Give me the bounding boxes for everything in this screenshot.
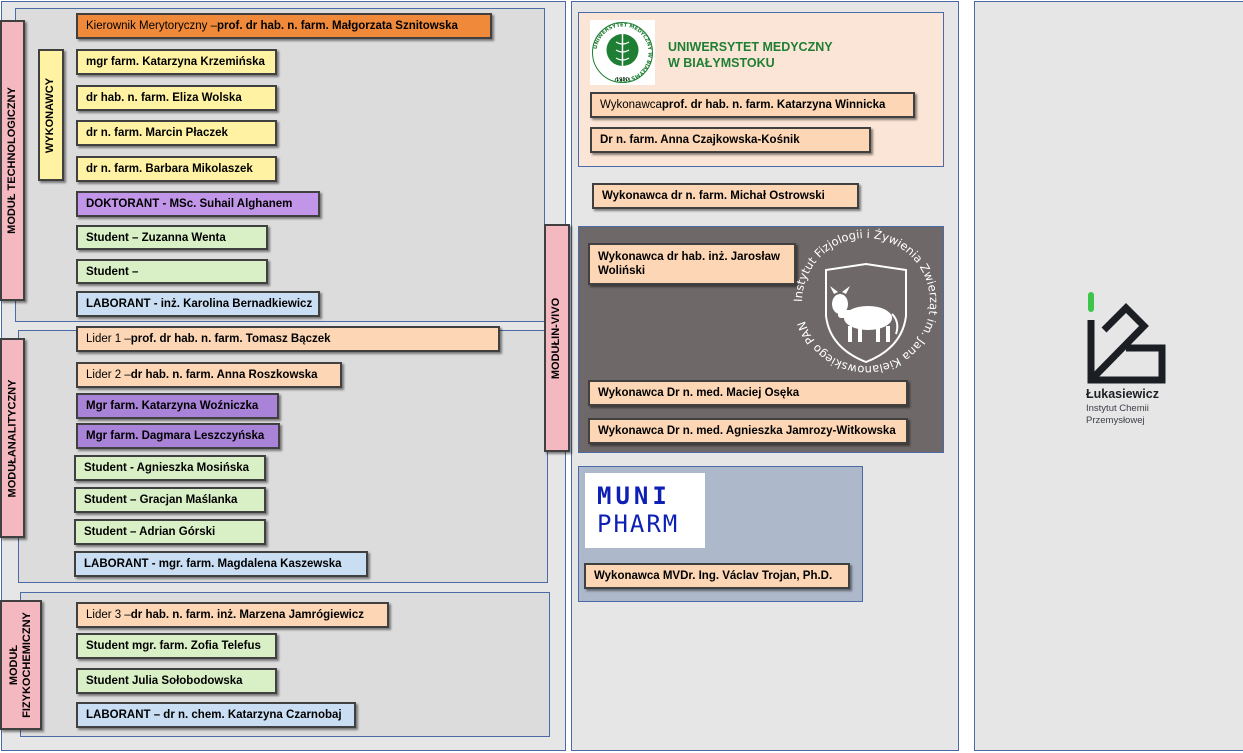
tech-module-label-text: MODUŁ TECHNOLOGICZNY <box>6 87 19 234</box>
svg-text:Instytut Fizjologii i Żywienia: Instytut Fizjologii i Żywienia Zwierząt … <box>791 226 941 377</box>
tech-member-name: dr hab. n. farm. Eliza Wolska <box>86 92 242 104</box>
tech-lead-name: prof. dr hab. n. farm. Małgorzata Sznito… <box>217 20 458 32</box>
right-panel <box>974 1 1243 751</box>
executors-label: WYKONAWCY <box>38 49 64 181</box>
anal-lab-box: LABORANT - mgr. farm. Magdalena Kaszewsk… <box>74 551 368 577</box>
anal-lead-role: Lider 2 – <box>86 369 131 381</box>
tech-lab-name: LABORANT - inż. Karolina Bernadkiewicz <box>86 298 313 310</box>
umb-executor-box: Wykonawca prof. dr hab. n. farm. Katarzy… <box>590 92 915 118</box>
lukasiewicz-sub1: Instytut Chemii <box>1086 403 1149 414</box>
anal-lead-box: Lider 2 – dr hab. n. farm. Anna Roszkows… <box>76 362 342 388</box>
tech-student-box: Student – Zuzanna Wenta <box>76 225 268 250</box>
umb-seal-year: 1950 <box>616 77 629 83</box>
pan-member-name: Wykonawca Dr n. med. Agnieszka Jamrozy-W… <box>598 425 896 437</box>
phys-lead-box: Lider 3 – dr hab. n. farm. inż. Marzena … <box>76 602 389 628</box>
umb-executor-role: Wykonawca <box>600 99 662 111</box>
phys-student-box: Student mgr. farm. Zofia Telefus <box>76 633 277 659</box>
umb-seal-icon: UNIWERSYTET MEDYCZNY W BIAŁYMSTOKU 1950 <box>592 22 653 83</box>
tech-member-box: mgr farm. Katarzyna Krzemińska <box>76 49 277 75</box>
lukasiewicz-name: Łukasiewicz <box>1086 387 1159 401</box>
phys-lead-role: Lider 3 – <box>86 609 131 621</box>
pan-logo: Instytut Fizjologii i Żywienia Zwierząt … <box>790 226 942 378</box>
anal-student-name: Student – Gracjan Maślanka <box>84 494 238 506</box>
tech-member-box: dr n. farm. Barbara Mikolaszek <box>76 156 277 182</box>
muni-executor-box: Wykonawca MVDr. Ing. Václav Trojan, Ph.D… <box>584 563 850 589</box>
muni-executor-name: Wykonawca MVDr. Ing. Václav Trojan, Ph.D… <box>594 570 833 582</box>
tech-lab-box: LABORANT - inż. Karolina Bernadkiewicz <box>76 291 320 317</box>
anal-member-name: Mgr farm. Katarzyna Woźniczka <box>86 400 259 412</box>
anal-module-label: MODUŁANALITYCZNY <box>0 338 25 538</box>
tech-phd-name: DOKTORANT - MSc. Suhail Alghanem <box>86 198 293 210</box>
anal-lead-role: Lider 1 – <box>86 333 131 345</box>
anal-lead-box: Lider 1 – prof. dr hab. n. farm. Tomasz … <box>76 326 500 352</box>
tech-module-label: MODUŁ TECHNOLOGICZNY <box>0 20 25 301</box>
anal-student-name: Student – Adrian Górski <box>84 526 216 538</box>
anal-student-box: Student – Adrian Górski <box>74 519 266 545</box>
pan-member-box: Wykonawca Dr n. med. Maciej Osęka <box>588 380 908 406</box>
pan-executor-name: Wykonawca dr hab. inż. Jarosław Woliński <box>598 251 780 277</box>
tech-lead-role: Kierownik Merytoryczny – <box>86 20 218 32</box>
umb-executor-name: prof. dr hab. n. farm. Katarzyna Winnick… <box>661 99 886 111</box>
phys-lab-box: LABORANT – dr n. chem. Katarzyna Czarnob… <box>76 702 356 728</box>
phys-lab-name: LABORANT – dr n. chem. Katarzyna Czarnob… <box>86 709 342 721</box>
pan-member-box: Wykonawca Dr n. med. Agnieszka Jamrozy-W… <box>588 418 908 444</box>
phys-lead-name: dr hab. n. farm. inż. Marzena Jamrógiewi… <box>130 609 365 621</box>
muni-logo-line2: PHARM <box>597 510 680 538</box>
tech-member-name: dr n. farm. Marcin Płaczek <box>86 127 228 139</box>
umb-name-line2: W BIAŁYMSTOKU <box>668 56 775 70</box>
tech-member-name: mgr farm. Katarzyna Krzemińska <box>86 56 265 68</box>
lukasiewicz-logo-icon <box>1087 292 1166 384</box>
lukasiewicz-sub2: Przemysłowej <box>1086 415 1145 426</box>
tech-lead-box: Kierownik Merytoryczny – prof. dr hab. n… <box>76 13 492 39</box>
phys-student-name: Student Julia Sołobodowska <box>86 675 243 687</box>
anal-student-box: Student - Agnieszka Mosińska <box>74 455 266 481</box>
anal-lead-name: prof. dr hab. n. farm. Tomasz Bączek <box>130 333 331 345</box>
anal-student-box: Student – Gracjan Maślanka <box>74 487 266 513</box>
pan-member-name: Wykonawca Dr n. med. Maciej Osęka <box>598 387 800 399</box>
tech-member-box: dr n. farm. Marcin Płaczek <box>76 120 277 146</box>
tech-student-box: Student – <box>76 259 268 284</box>
phys-module-label-text: MODUŁ FIZYKOCHEMICZNY <box>8 612 33 718</box>
vivo-executor-box: Wykonawca dr n. farm. Michał Ostrowski <box>592 183 859 209</box>
anal-lead-name: dr hab. n. farm. Anna Roszkowska <box>130 369 318 381</box>
phys-student-box: Student Julia Sołobodowska <box>76 668 277 694</box>
tech-student-name: Student – <box>86 265 139 278</box>
umb-name-line1: UNIWERSYTET MEDYCZNY <box>668 40 833 54</box>
muni-logo: MUNI PHARM <box>585 473 705 548</box>
pan-logo-icon: Instytut Fizjologii i Żywienia Zwierząt … <box>791 226 941 377</box>
vivo-executor-name: Wykonawca dr n. farm. Michał Ostrowski <box>602 190 825 202</box>
tech-phd-box: DOKTORANT - MSc. Suhail Alghanem <box>76 191 320 217</box>
executors-label-text: WYKONAWCY <box>44 77 57 153</box>
vivo-module-label: MODUŁIN-VIVO <box>544 224 570 452</box>
pan-arc-text: Instytut Fizjologii i Żywienia Zwierząt … <box>791 226 941 377</box>
phys-module-label: MODUŁ FIZYKOCHEMICZNY <box>0 600 42 730</box>
anal-member-box: Mgr farm. Dagmara Leszczyńska <box>76 423 280 449</box>
anal-student-name: Student - Agnieszka Mosińska <box>84 462 250 474</box>
umb-member-box: Dr n. farm. Anna Czajkowska-Kośnik <box>590 127 871 153</box>
anal-module-label-text: MODUŁANALITYCZNY <box>6 379 18 497</box>
tech-member-name: dr n. farm. Barbara Mikolaszek <box>86 163 253 175</box>
anal-lab-name: LABORANT - mgr. farm. Magdalena Kaszewsk… <box>84 558 342 570</box>
umb-member-name: Dr n. farm. Anna Czajkowska-Kośnik <box>600 134 800 146</box>
vivo-module-label-text: MODUŁIN-VIVO <box>550 297 563 379</box>
tech-student-name: Student – Zuzanna Wenta <box>86 231 226 244</box>
muni-logo-line1: MUNI <box>597 482 671 510</box>
pan-executor-box: Wykonawca dr hab. inż. Jarosław Woliński <box>588 243 796 285</box>
phys-student-name: Student mgr. farm. Zofia Telefus <box>86 640 261 652</box>
anal-member-box: Mgr farm. Katarzyna Woźniczka <box>76 393 279 419</box>
umb-seal: UNIWERSYTET MEDYCZNY W BIAŁYMSTOKU 1950 <box>590 20 655 85</box>
anal-member-name: Mgr farm. Dagmara Leszczyńska <box>86 430 265 442</box>
tech-member-box: dr hab. n. farm. Eliza Wolska <box>76 85 277 111</box>
lukasiewicz-logo <box>1084 290 1168 386</box>
